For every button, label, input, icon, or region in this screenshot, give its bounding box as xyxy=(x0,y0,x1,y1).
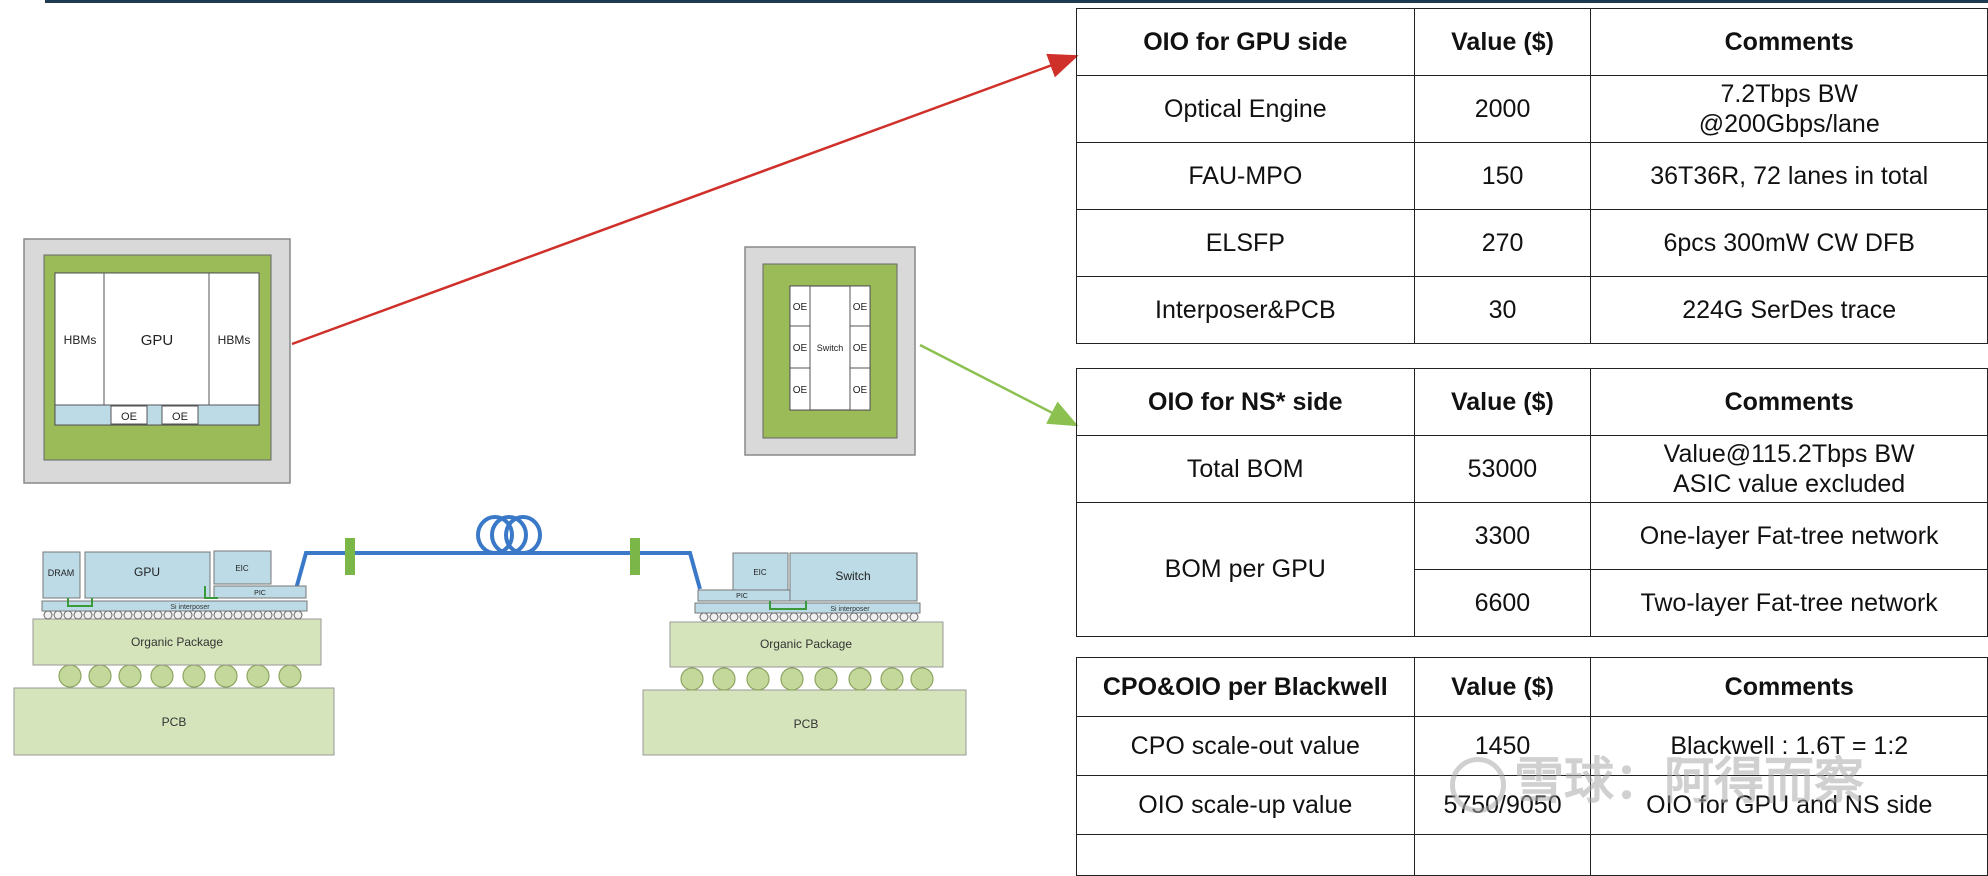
left-eic-label: EIC xyxy=(235,564,249,573)
table-row: BOM per GPU 3300 One-layer Fat-tree netw… xyxy=(1076,502,1988,637)
fiber-connector-right xyxy=(630,538,640,575)
header-value: Value ($) xyxy=(1413,657,1592,717)
row-item: Total BOM xyxy=(1076,435,1415,503)
table-row-cut-off xyxy=(1076,834,1988,876)
row-value: 3300 xyxy=(1413,502,1592,570)
row-comment: Two-layer Fat-tree network xyxy=(1590,569,1988,637)
architecture-diagram: HBMs GPU HBMs OE OE OE OE OE OE OE OE Sw… xyxy=(13,53,1079,756)
switch-oe-label-5: OE xyxy=(853,343,868,354)
oe-left-label: OE xyxy=(121,411,137,423)
right-pcb-label: PCB xyxy=(794,717,819,731)
green-arrow xyxy=(919,343,1079,427)
ns-side-table: OIO for NS* side Value ($) Comments Tota… xyxy=(1076,368,1988,637)
switch-oe-label-4: OE xyxy=(853,302,868,313)
right-switch-label: Switch xyxy=(835,569,870,583)
header-comments: Comments xyxy=(1590,368,1988,436)
row-item: CPO scale-out value xyxy=(1076,716,1415,776)
watermark-text: 雪球：阿得而察 xyxy=(1514,753,1864,809)
fiber-link xyxy=(294,515,702,590)
row-item: FAU-MPO xyxy=(1076,142,1415,210)
row-value: 150 xyxy=(1413,142,1592,210)
row-comment: 7.2Tbps BW @200Gbps/lane xyxy=(1590,75,1988,143)
left-interposer-label: Si interposer xyxy=(170,604,210,611)
table-row: CPO scale-out value 1450 Blackwell : 1.6… xyxy=(1076,716,1988,776)
table-row: FAU-MPO 150 36T36R, 72 lanes in total xyxy=(1076,142,1988,210)
row-value: 2000 xyxy=(1413,75,1592,143)
watermark-logo-icon xyxy=(1450,756,1506,813)
row-comment: Value@115.2Tbps BW ASIC value excluded xyxy=(1590,435,1988,503)
switch-chip-top-view: OE OE OE OE OE OE Switch xyxy=(744,246,916,456)
oe-right-label: OE xyxy=(172,411,188,423)
table-row: Interposer&PCB 30 224G SerDes trace xyxy=(1076,276,1988,344)
header-comments: Comments xyxy=(1590,8,1988,76)
watermark: 雪球：阿得而察 xyxy=(1450,746,1970,816)
right-package-label: Organic Package xyxy=(760,637,852,651)
right-interposer-label: Si interposer xyxy=(830,606,870,613)
left-pic-label: PIC xyxy=(254,590,266,597)
hbm-left-label: HBMs xyxy=(64,333,97,347)
row-value: 270 xyxy=(1413,209,1592,277)
header-value: Value ($) xyxy=(1413,8,1592,76)
table-row: OIO scale-up value 5750/9050 OIO for GPU… xyxy=(1076,775,1988,835)
row-item: OIO scale-up value xyxy=(1076,775,1415,835)
row-item: ELSFP xyxy=(1076,209,1415,277)
row-item: Optical Engine xyxy=(1076,75,1415,143)
hbm-right-label: HBMs xyxy=(218,333,251,347)
header-item: OIO for NS* side xyxy=(1076,368,1415,436)
row-value: 30 xyxy=(1413,276,1592,344)
switch-oe-label-6: OE xyxy=(853,385,868,396)
row-comment: One-layer Fat-tree network xyxy=(1590,502,1988,570)
row-item: BOM per GPU xyxy=(1076,502,1415,637)
row-comment-line: Value@115.2Tbps BW xyxy=(1663,440,1915,468)
table-row: 6600 Two-layer Fat-tree network xyxy=(1077,569,1988,637)
right-pic-label: PIC xyxy=(736,593,748,600)
gpu-chip-top-view: HBMs GPU HBMs OE OE xyxy=(23,238,291,484)
fiber-connector-left xyxy=(345,538,355,575)
table-header-row: OIO for NS* side Value ($) Comments xyxy=(1076,368,1988,436)
left-package-stack: PCB Organic Package Si interposer DRAM G… xyxy=(13,550,335,756)
row-comment-line: @200Gbps/lane xyxy=(1698,110,1880,138)
row-comment: Blackwell : 1.6T = 1:2 xyxy=(1590,716,1988,776)
header-item: OIO for GPU side xyxy=(1076,8,1415,76)
row-comment: 36T36R, 72 lanes in total xyxy=(1590,142,1988,210)
table-row: Optical Engine 2000 7.2Tbps BW @200Gbps/… xyxy=(1076,75,1988,143)
table-row: Total BOM 53000 Value@115.2Tbps BW ASIC … xyxy=(1076,435,1988,503)
left-gpu-label: GPU xyxy=(134,565,160,579)
row-comment-line: ASIC value excluded xyxy=(1673,470,1906,498)
table-header-row: OIO for GPU side Value ($) Comments xyxy=(1076,8,1988,76)
switch-chip-label: Switch xyxy=(817,343,844,353)
row-comment: 6pcs 300mW CW DFB xyxy=(1590,209,1988,277)
gpu-side-table: OIO for GPU side Value ($) Comments Opti… xyxy=(1076,8,1988,344)
right-eic-label: EIC xyxy=(753,568,767,577)
row-item: Interposer&PCB xyxy=(1076,276,1415,344)
header-value: Value ($) xyxy=(1413,368,1592,436)
row-comment: OIO for GPU and NS side xyxy=(1590,775,1988,835)
left-dram-label: DRAM xyxy=(48,568,75,578)
right-package-stack: PCB Organic Package Si interposer EIC Sw… xyxy=(642,552,967,756)
switch-oe-label-3: OE xyxy=(793,385,808,396)
row-value: 53000 xyxy=(1413,435,1592,503)
switch-oe-label-2: OE xyxy=(793,343,808,354)
top-rule xyxy=(45,0,1988,3)
header-comments: Comments xyxy=(1590,657,1988,717)
gpu-chip-label: GPU xyxy=(141,332,174,349)
row-comment-line: 7.2Tbps BW xyxy=(1720,80,1858,108)
row-value: 6600 xyxy=(1413,569,1592,637)
table-row: ELSFP 270 6pcs 300mW CW DFB xyxy=(1076,209,1988,277)
red-arrow xyxy=(291,53,1079,346)
left-pcb-label: PCB xyxy=(162,715,187,729)
switch-oe-label-1: OE xyxy=(793,302,808,313)
row-comment: 224G SerDes trace xyxy=(1590,276,1988,344)
header-item: CPO&OIO per Blackwell xyxy=(1076,657,1415,717)
left-package-label: Organic Package xyxy=(131,635,223,649)
table-header-row: CPO&OIO per Blackwell Value ($) Comments xyxy=(1076,657,1988,717)
